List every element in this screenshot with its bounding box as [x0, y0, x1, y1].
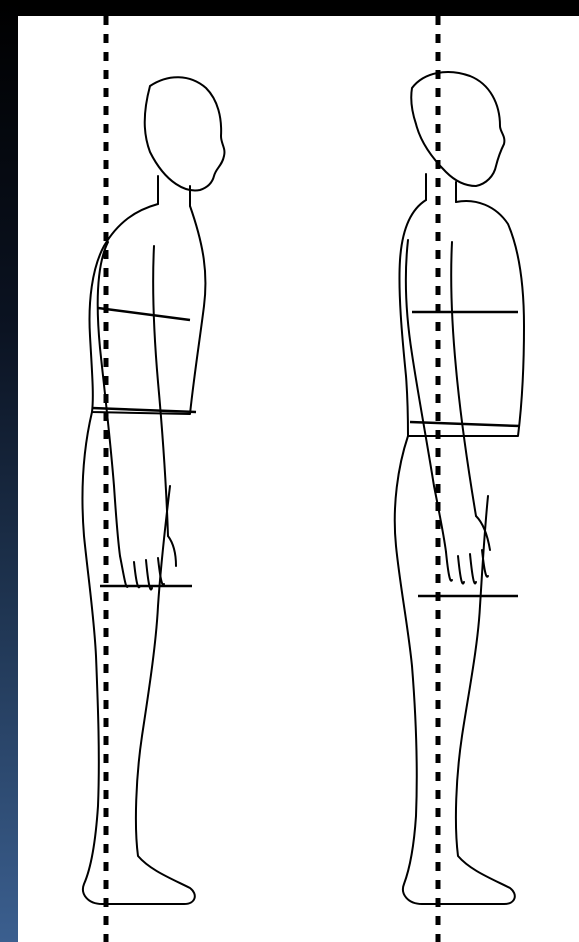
right-arm	[406, 240, 476, 552]
right-posture-figure	[368, 16, 568, 942]
left-head	[145, 77, 225, 190]
right-waist-line	[410, 422, 520, 426]
left-posture-figure	[40, 16, 260, 942]
left-legs	[82, 412, 194, 904]
right-head	[411, 72, 504, 186]
left-chest-line	[98, 308, 190, 320]
right-neck	[426, 174, 456, 202]
left-figure-svg	[40, 16, 260, 942]
left-hand	[120, 536, 176, 589]
right-legs	[395, 436, 515, 904]
left-gradient-strip	[0, 0, 18, 942]
posture-canvas	[18, 16, 579, 942]
left-neck	[158, 176, 190, 206]
right-torso	[399, 200, 524, 436]
right-figure-svg	[368, 16, 568, 942]
